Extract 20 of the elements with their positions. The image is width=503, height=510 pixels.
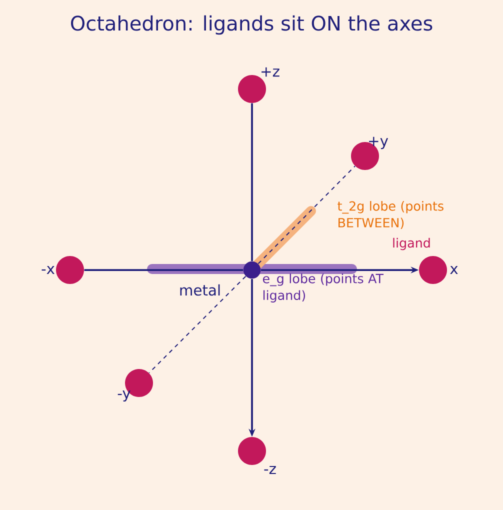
axis-line xyxy=(251,103,253,262)
annotation: e_g lobe (points AT ligand) xyxy=(262,274,384,302)
axis-label: metal xyxy=(180,284,220,296)
title: Octahedron: ligands sit ON the axes xyxy=(71,15,432,35)
axis-label: +z xyxy=(262,67,280,77)
axis-label: -z xyxy=(264,466,276,474)
annotation: t_2g lobe (points BETWEEN) xyxy=(338,201,444,229)
axis-label: -x xyxy=(42,266,54,274)
ligand-circle xyxy=(56,256,84,284)
axis-label: -y xyxy=(118,390,130,402)
ligand-circle xyxy=(419,256,447,284)
axis-label: x xyxy=(450,266,458,274)
axis-label: +y xyxy=(369,136,388,150)
axis-line xyxy=(84,269,244,271)
axis-line xyxy=(148,276,246,374)
ligand-circle xyxy=(238,75,266,103)
metal-atom xyxy=(243,261,261,279)
annotation: ligand xyxy=(393,238,430,250)
axis-line xyxy=(258,166,356,264)
ligand-circle xyxy=(238,437,266,465)
